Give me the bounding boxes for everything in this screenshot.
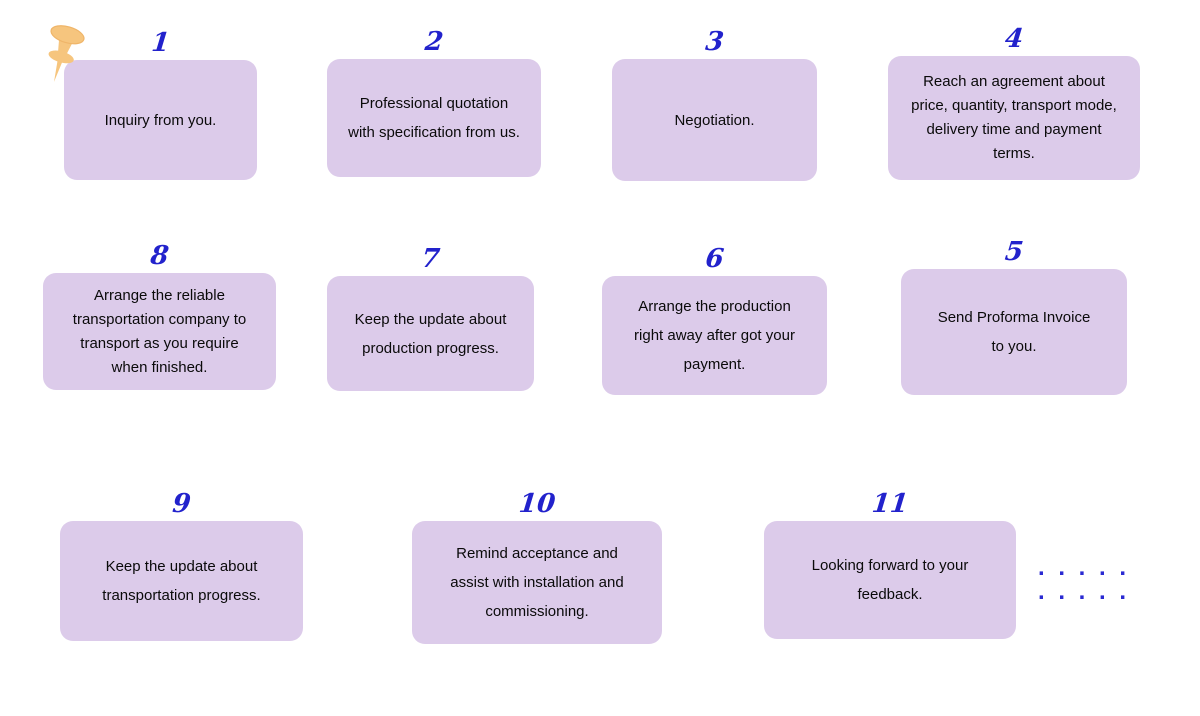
step-9-number: 9 bbox=[170, 489, 193, 519]
pushpin-icon bbox=[48, 25, 85, 82]
step-7-number: 7 bbox=[419, 244, 442, 274]
step-10-box: Remind acceptance and assist with instal… bbox=[412, 521, 662, 644]
step-7-box: Keep the update about production progres… bbox=[327, 276, 534, 391]
step-11-box: Looking forward to your feedback. bbox=[764, 521, 1016, 639]
step-6-box: Arrange the production right away after … bbox=[602, 276, 827, 395]
step-8-number: 8 bbox=[148, 241, 171, 271]
step-4: 4 Reach an agreement about price, quanti… bbox=[888, 24, 1140, 180]
step-1: 1 Inquiry from you. bbox=[64, 28, 257, 180]
step-5-box: Send Proforma Invoice to you. bbox=[901, 269, 1127, 395]
step-8: 8 Arrange the reliable transportation co… bbox=[43, 241, 276, 390]
step-9: 9 Keep the update about transportation p… bbox=[60, 489, 303, 641]
step-2-number: 2 bbox=[423, 27, 445, 57]
step-10-number: 10 bbox=[517, 489, 557, 519]
step-7: 7 Keep the update about production progr… bbox=[327, 244, 534, 391]
step-1-number: 1 bbox=[149, 28, 172, 58]
step-1-box: Inquiry from you. bbox=[64, 60, 257, 180]
trailing-dots: . . . . . . . . . . bbox=[1038, 554, 1130, 605]
step-3-number: 3 bbox=[703, 27, 726, 57]
step-11-number: 11 bbox=[870, 489, 910, 519]
step-4-number: 4 bbox=[1003, 24, 1025, 54]
step-3-box: Negotiation. bbox=[612, 59, 817, 181]
step-8-box: Arrange the reliable transportation comp… bbox=[43, 273, 276, 390]
step-2: 2 Professional quotation with specificat… bbox=[327, 27, 541, 177]
step-6-number: 6 bbox=[703, 244, 726, 274]
step-6: 6 Arrange the production right away afte… bbox=[602, 244, 827, 395]
step-4-box: Reach an agreement about price, quantity… bbox=[888, 56, 1140, 180]
step-5-number: 5 bbox=[1003, 237, 1025, 267]
step-11: 11 Looking forward to your feedback. bbox=[764, 489, 1016, 639]
step-9-box: Keep the update about transportation pro… bbox=[60, 521, 303, 641]
step-10: 10 Remind acceptance and assist with ins… bbox=[412, 489, 662, 644]
step-2-box: Professional quotation with specificatio… bbox=[327, 59, 541, 177]
step-3: 3 Negotiation. bbox=[612, 27, 817, 181]
step-5: 5 Send Proforma Invoice to you. bbox=[901, 237, 1127, 395]
